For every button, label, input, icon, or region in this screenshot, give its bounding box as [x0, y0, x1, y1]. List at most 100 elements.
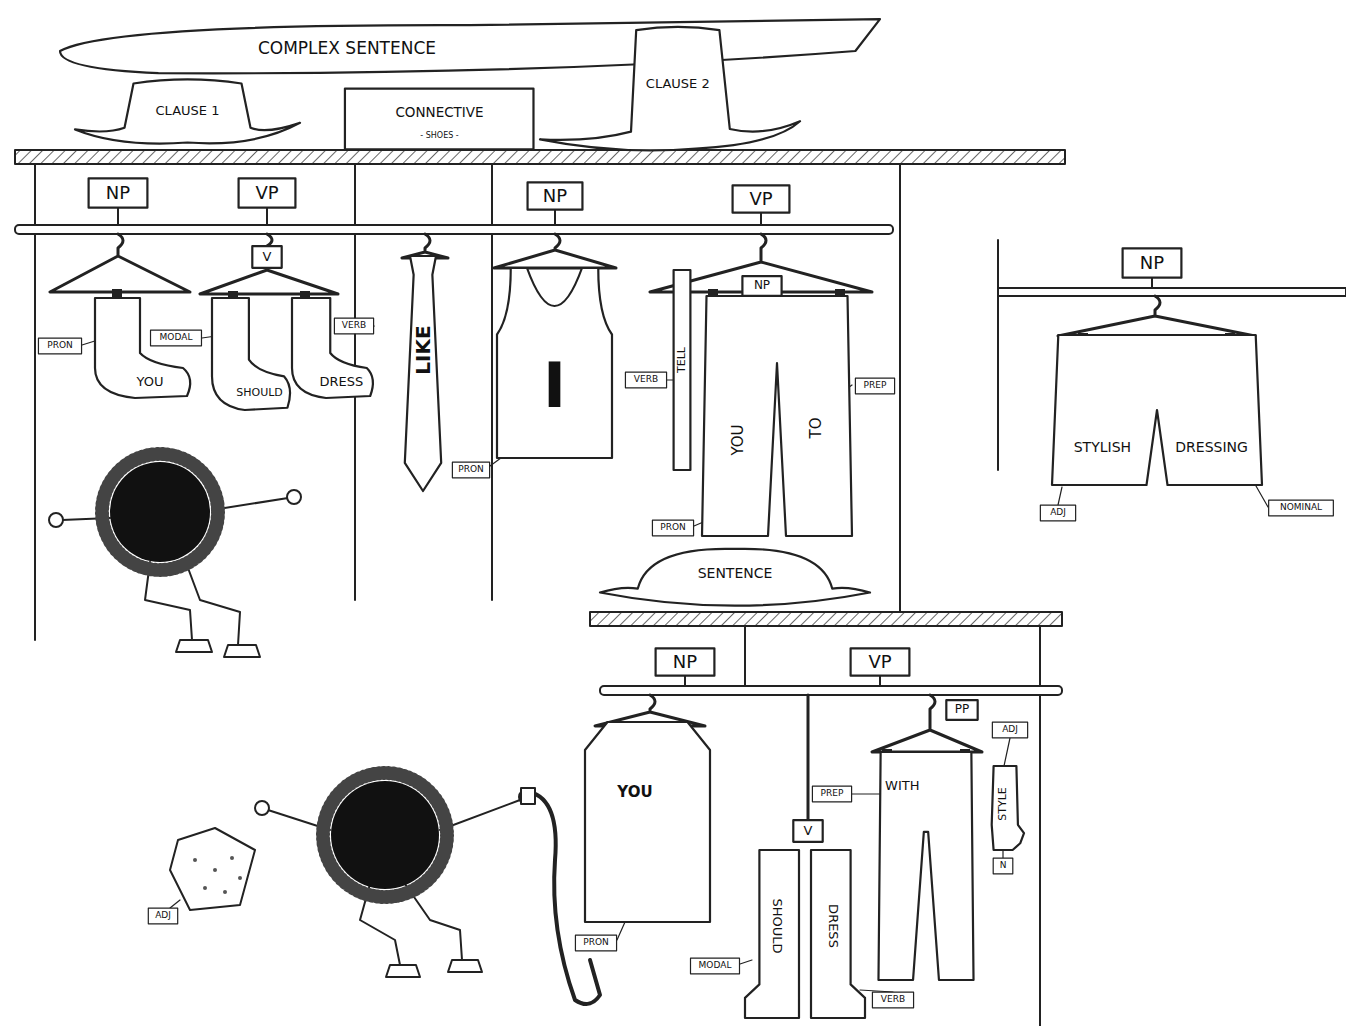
board: COMPLEX SENTENCE: [60, 18, 880, 78]
word-label: TO: [808, 418, 825, 439]
word-class-tag: VERB: [872, 992, 914, 1008]
sock: YOU: [95, 298, 195, 398]
tag-label: NOMINAL: [1280, 503, 1322, 513]
sign-stem: [760, 213, 762, 225]
word-class-tag: PRON: [575, 935, 617, 951]
sign-stem: [684, 676, 686, 686]
sock: SHOULD: [212, 298, 294, 410]
word-label: DRESS: [319, 375, 363, 389]
shoe-box-outline: [343, 88, 535, 150]
word-label: CLAUSE 1: [156, 104, 220, 118]
phrase-sign: PP: [946, 700, 978, 720]
phrase-sign: NP: [1122, 248, 1182, 278]
word-label: YOU: [137, 375, 164, 389]
jacket-outline: [585, 722, 710, 922]
word-label: - SHOES -: [420, 132, 458, 141]
word-label: DRESS: [825, 904, 839, 948]
tights: WITH: [872, 752, 980, 980]
shorts: STYLISHDRESSING: [1052, 335, 1262, 485]
cowboy-hat: CLAUSE 1: [75, 72, 300, 154]
tag-label: PREP: [821, 789, 844, 799]
tie: LIKE: [397, 256, 449, 491]
sign-stem: [1151, 278, 1153, 288]
word-label: I: [543, 352, 566, 420]
word-class-tag: VERB: [334, 318, 374, 334]
word-label: CLAUSE 2: [643, 76, 713, 90]
word-class-tag: MODAL: [690, 958, 740, 974]
phrase-label: VP: [255, 183, 278, 203]
phrase-label: NP: [543, 186, 567, 206]
word-class-tag: NOMINAL: [1268, 500, 1334, 516]
word-class-tag: PREP: [812, 786, 852, 802]
tag-label: VERB: [634, 375, 658, 385]
phrase-label: VP: [868, 652, 891, 672]
tag-label: N: [1000, 861, 1007, 871]
tag-label: VERB: [881, 995, 905, 1005]
phrase-label: PP: [955, 703, 969, 716]
boots-outline: [745, 850, 865, 1018]
word-class-tag: MODAL: [150, 330, 202, 346]
word-label: LIKE: [412, 325, 434, 374]
fuzzy-creature: [255, 773, 533, 977]
sock: DRESS: [292, 298, 377, 398]
hanging-rod: [600, 686, 1062, 695]
word-class-tag: VERB: [625, 372, 667, 388]
lower-shelf: [590, 612, 1062, 626]
tag-label: VERB: [342, 321, 366, 331]
phrase-sign: V: [793, 820, 823, 842]
boots: SHOULD DRESS: [745, 850, 865, 1018]
wardrobe-post: [997, 240, 999, 470]
small-shirt: [170, 828, 255, 910]
shirt-dots: [193, 856, 242, 894]
word-class-tag: PRON: [452, 462, 490, 478]
word-label: WITH: [885, 779, 919, 793]
fuzzy-creature: [49, 454, 301, 657]
tank-top: I: [492, 268, 617, 458]
tag-label: ADJ: [155, 911, 171, 921]
phrase-sign: V: [252, 246, 282, 268]
phrase-label: NP: [754, 279, 770, 292]
word-class-tag: PRON: [38, 338, 82, 354]
phrase-label: VP: [749, 189, 772, 209]
phrase-label: NP: [106, 183, 130, 203]
phrase-sign: NP: [527, 182, 583, 210]
word-class-tag: PREP: [855, 378, 895, 394]
phrase-sign: NP: [742, 276, 782, 296]
word-class-tag: ADJ: [992, 722, 1028, 738]
shorts-outline: [1052, 335, 1262, 485]
word-label: STYLE: [997, 787, 1009, 821]
sign-stem: [266, 208, 268, 225]
shoe-box: CONNECTIVE- SHOES -: [343, 88, 535, 150]
top-shelf: [15, 150, 1065, 164]
phrase-sign: VP: [732, 185, 790, 213]
word-class-tag: PRON: [652, 520, 694, 536]
tape-holder: [521, 788, 535, 804]
belt: TELL: [672, 270, 692, 470]
tag-label: PRON: [660, 523, 686, 533]
phrase-label: V: [263, 250, 272, 264]
phrase-sign: NP: [88, 178, 148, 208]
wardrobe-post: [34, 164, 36, 640]
phrase-sign: NP: [655, 648, 715, 676]
word-label: YOU: [617, 784, 652, 801]
word-class-tag: ADJ: [148, 908, 178, 924]
phrase-label: V: [804, 824, 813, 838]
tag-label: MODAL: [699, 961, 732, 971]
word-label: SHOULD: [236, 387, 283, 399]
glove: STYLE: [986, 766, 1024, 850]
tall-hat: CLAUSE 2: [540, 25, 800, 155]
word-class-tag: N: [993, 858, 1013, 874]
word-label: TELL: [676, 347, 688, 373]
hanging-rod: [998, 288, 1346, 296]
word-label: SHOULD: [770, 898, 784, 953]
word-label: SENTENCE: [698, 566, 773, 581]
phrase-label: NP: [1140, 253, 1164, 273]
sign-stem: [879, 676, 881, 686]
tag-label: ADJ: [1050, 508, 1066, 518]
phrase-sign: VP: [238, 178, 296, 208]
wardrobe-post: [744, 626, 746, 690]
tag-label: MODAL: [160, 333, 193, 343]
phrase-label: NP: [673, 652, 697, 672]
board-outline: [60, 18, 880, 78]
